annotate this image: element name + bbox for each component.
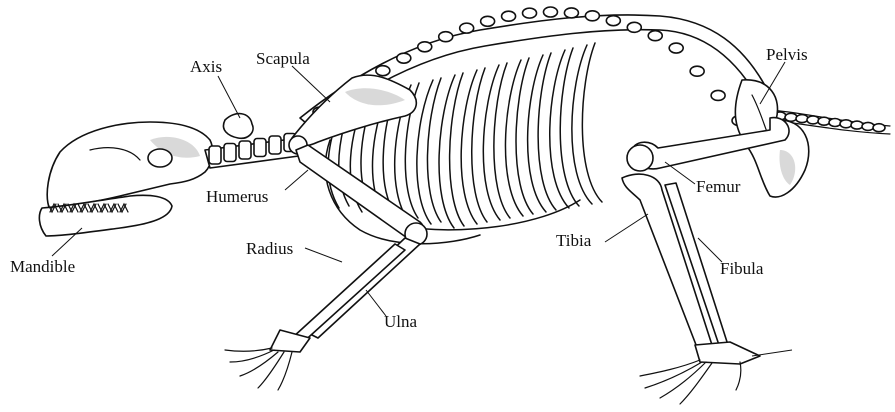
leader-ulna [366, 290, 386, 316]
rib [483, 65, 500, 220]
vertebra [585, 11, 599, 21]
label-tibia: Tibia [556, 232, 591, 249]
rib-inner [538, 53, 556, 210]
rib-inner [560, 48, 579, 206]
vertebra [460, 23, 474, 33]
vertebra [481, 16, 495, 26]
cervical-vertebra [254, 139, 266, 157]
vertebra [648, 31, 662, 41]
leader-foot [752, 350, 792, 356]
label-pelvis: Pelvis [766, 46, 808, 63]
tail-vertebra [862, 122, 874, 130]
leader-tibia [605, 214, 648, 242]
leader-radius [305, 248, 342, 262]
tail-vertebra [851, 121, 863, 129]
rib [439, 75, 455, 228]
rib-inner [472, 68, 487, 222]
vertebra [397, 53, 411, 63]
leader-axis [218, 76, 240, 118]
tail-vertebra [807, 116, 819, 124]
rib-inner [494, 63, 510, 218]
label-scapula: Scapula [256, 50, 310, 67]
label-fibula: Fibula [720, 260, 763, 277]
leader-humerus [285, 170, 308, 190]
rib-inner [516, 58, 533, 214]
rib [505, 60, 523, 216]
cervical-vertebra [239, 141, 251, 159]
tail-vertebra [829, 119, 841, 127]
leader-scapula [292, 66, 330, 102]
vertebra [564, 8, 578, 18]
vertebra [502, 11, 516, 21]
leader-femur [665, 162, 695, 184]
leader-fibula [698, 238, 722, 262]
rib [417, 80, 433, 224]
vertebra [690, 66, 704, 76]
vertebra [418, 42, 432, 52]
vertebra [543, 7, 557, 17]
tail-vertebra [873, 124, 885, 132]
vertebra [606, 16, 620, 26]
tail-vertebra [796, 115, 808, 123]
tail-vertebra [840, 120, 852, 128]
label-ulna: Ulna [384, 313, 417, 330]
cervical-vertebra [209, 146, 221, 164]
cervical-vertebra [269, 136, 281, 154]
rib-inner [582, 43, 602, 202]
label-humerus: Humerus [206, 188, 268, 205]
label-radius: Radius [246, 240, 293, 257]
vertebra [711, 90, 725, 100]
cervical-vertebra [224, 144, 236, 162]
vertebra [376, 66, 390, 76]
label-femur: Femur [696, 178, 740, 195]
tail-vertebra [818, 117, 830, 125]
fore-leg [225, 145, 427, 390]
vertebra [439, 32, 453, 42]
rib [461, 70, 477, 224]
vertebra [669, 43, 683, 53]
label-mandible: Mandible [10, 258, 75, 275]
vertebra [627, 22, 641, 32]
vertebra [523, 8, 537, 18]
label-axis: Axis [190, 58, 222, 75]
